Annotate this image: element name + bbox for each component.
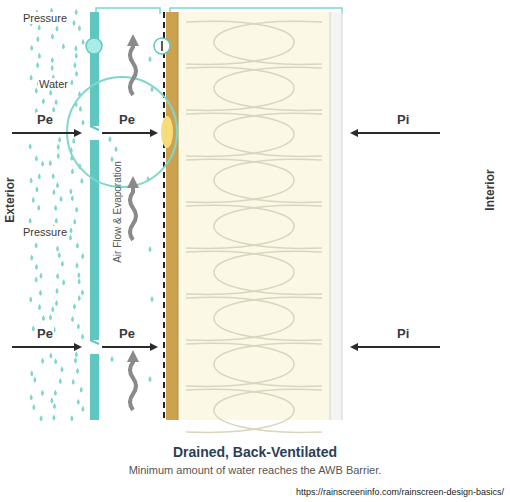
- pressure-symbol: Pe: [36, 326, 54, 341]
- drywall-edge: [342, 12, 343, 420]
- cladding: [90, 140, 99, 340]
- sheathing-edge: [178, 12, 179, 420]
- pressure-label: Pressure: [22, 226, 68, 238]
- airflow-label: Air Flow & Evaporation: [112, 160, 123, 264]
- cladding: [90, 12, 99, 126]
- pressure-symbol: Pe: [36, 112, 54, 127]
- pressure-callout-mark: [161, 41, 163, 51]
- drywall: [330, 12, 342, 420]
- bracket: [96, 8, 160, 14]
- airflow-arrows: [130, 40, 136, 410]
- air-water-barrier: [163, 12, 165, 420]
- wet-spot: [161, 116, 173, 148]
- pressure-symbol: Pi: [396, 326, 410, 341]
- source-url: https://rainscreeninfo.com/rainscreen-de…: [295, 487, 505, 497]
- pressure-symbol: Pe: [118, 326, 136, 341]
- side-label: Interior: [483, 168, 497, 211]
- drywall-edge: [330, 12, 331, 420]
- cladding-joint: [90, 126, 99, 344]
- diagram-title: Drained, Back-Ventilated: [173, 444, 337, 460]
- pressure-arrows: [12, 133, 440, 347]
- pressure-symbol: Pe: [118, 112, 136, 127]
- side-label: Exterior: [3, 176, 17, 223]
- water-drops: [29, 7, 154, 421]
- pressure-callout: [154, 38, 170, 54]
- pressure-label: Pressure: [22, 12, 68, 24]
- pressure-symbol: Pi: [396, 112, 410, 127]
- insulation: [178, 12, 330, 420]
- pressure-callout: [86, 38, 102, 54]
- water-label: Water: [38, 78, 69, 90]
- sheathing: [166, 12, 178, 420]
- diagram-caption: Minimum amount of water reaches the AWB …: [129, 464, 382, 476]
- insulation-loops: [186, 21, 322, 432]
- cladding: [90, 354, 99, 420]
